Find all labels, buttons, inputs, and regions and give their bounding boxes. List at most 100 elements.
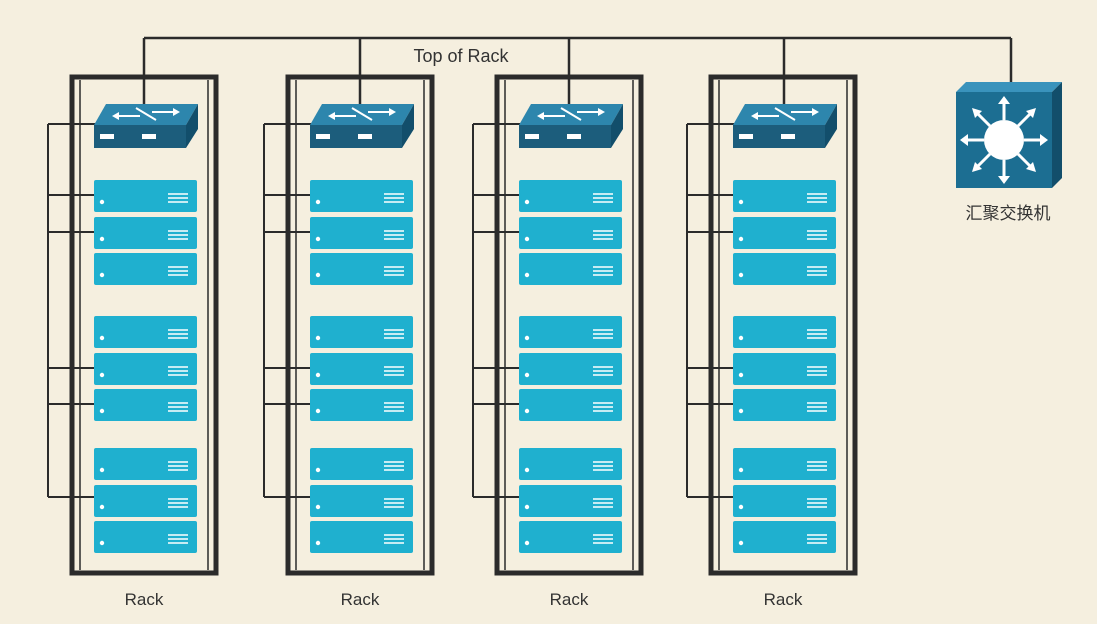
server-5[interactable] [94, 353, 197, 385]
server-icon [94, 253, 197, 285]
server-4[interactable] [94, 316, 197, 348]
switch-icon [94, 104, 198, 148]
server-icon [94, 448, 197, 480]
layer3-switch-icon [956, 82, 1062, 188]
rack-frame [494, 74, 644, 576]
server-icon [733, 448, 836, 480]
switch-icon [733, 104, 837, 148]
server-2[interactable] [310, 217, 413, 249]
server-icon [519, 316, 622, 348]
switch-icon [519, 104, 623, 148]
server-3[interactable] [733, 253, 836, 285]
server-icon [94, 353, 197, 385]
server-icon [519, 485, 622, 517]
server-7[interactable] [519, 448, 622, 480]
server-1[interactable] [519, 180, 622, 212]
server-1[interactable] [733, 180, 836, 212]
server-icon [519, 217, 622, 249]
top-of-rack-label: Top of Rack [413, 46, 509, 66]
rack-4[interactable]: Rack [686, 74, 858, 609]
server-icon [733, 253, 836, 285]
server-2[interactable] [519, 217, 622, 249]
server-3[interactable] [94, 253, 197, 285]
tor-switch[interactable] [310, 104, 414, 148]
server-icon [733, 316, 836, 348]
aggregation-switch[interactable] [956, 82, 1062, 188]
server-icon [310, 353, 413, 385]
server-icon [733, 217, 836, 249]
server-5[interactable] [733, 353, 836, 385]
rack-label: Rack [125, 590, 164, 609]
server-9[interactable] [94, 521, 197, 553]
server-icon [519, 353, 622, 385]
server-7[interactable] [733, 448, 836, 480]
switch-icon [310, 104, 414, 148]
server-6[interactable] [733, 389, 836, 421]
rack-cabling [686, 123, 734, 498]
server-icon [310, 448, 413, 480]
rack-label: Rack [341, 590, 380, 609]
server-3[interactable] [519, 253, 622, 285]
server-2[interactable] [733, 217, 836, 249]
server-icon [733, 353, 836, 385]
server-icon [310, 485, 413, 517]
server-8[interactable] [310, 485, 413, 517]
server-icon [94, 180, 197, 212]
server-7[interactable] [310, 448, 413, 480]
server-6[interactable] [310, 389, 413, 421]
rack-3[interactable]: Rack [472, 74, 644, 609]
server-icon [519, 521, 622, 553]
server-icon [94, 389, 197, 421]
rack-cabling [263, 123, 311, 498]
uplink-bus [142, 36, 1013, 108]
rack-label: Rack [764, 590, 803, 609]
server-5[interactable] [519, 353, 622, 385]
server-9[interactable] [519, 521, 622, 553]
server-8[interactable] [519, 485, 622, 517]
server-1[interactable] [94, 180, 197, 212]
server-icon [94, 521, 197, 553]
server-icon [310, 253, 413, 285]
rack-cabling [47, 123, 95, 498]
server-5[interactable] [310, 353, 413, 385]
server-6[interactable] [94, 389, 197, 421]
rack-1[interactable]: Rack [47, 74, 219, 609]
server-8[interactable] [733, 485, 836, 517]
server-icon [94, 217, 197, 249]
rack-2[interactable]: Rack [263, 74, 435, 609]
rack-label: Rack [550, 590, 589, 609]
server-icon [733, 180, 836, 212]
server-icon [733, 485, 836, 517]
server-6[interactable] [519, 389, 622, 421]
server-icon [519, 389, 622, 421]
server-2[interactable] [94, 217, 197, 249]
rack-frame [285, 74, 435, 576]
racks-layer: Rack Rack Rack Rack [47, 74, 858, 609]
server-icon [733, 389, 836, 421]
server-7[interactable] [94, 448, 197, 480]
tor-switch[interactable] [733, 104, 837, 148]
server-9[interactable] [733, 521, 836, 553]
rack-frame [69, 74, 219, 576]
server-4[interactable] [519, 316, 622, 348]
server-9[interactable] [310, 521, 413, 553]
server-icon [310, 521, 413, 553]
server-icon [733, 521, 836, 553]
server-icon [519, 180, 622, 212]
server-icon [94, 485, 197, 517]
aggregation-switch-label: 汇聚交换机 [966, 204, 1051, 223]
server-icon [310, 316, 413, 348]
server-4[interactable] [310, 316, 413, 348]
server-1[interactable] [310, 180, 413, 212]
tor-switch[interactable] [94, 104, 198, 148]
tor-switch[interactable] [519, 104, 623, 148]
server-4[interactable] [733, 316, 836, 348]
server-icon [519, 253, 622, 285]
server-icon [94, 316, 197, 348]
server-icon [310, 389, 413, 421]
server-3[interactable] [310, 253, 413, 285]
server-8[interactable] [94, 485, 197, 517]
server-icon [310, 217, 413, 249]
